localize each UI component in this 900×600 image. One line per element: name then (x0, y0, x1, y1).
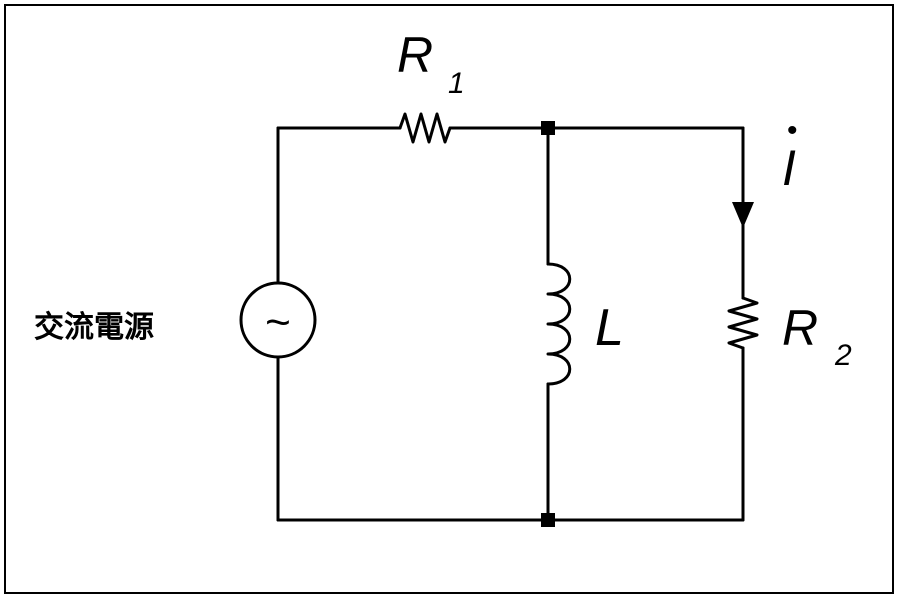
resistor-r1-subscript: 1 (448, 67, 465, 100)
current-dot: • (787, 114, 798, 147)
current-arrow (732, 202, 754, 228)
resistor-r2-symbol (727, 296, 759, 350)
resistor-r2-subscript: 2 (834, 339, 852, 372)
junction-top (541, 121, 555, 135)
source-label: 交流電源 (34, 310, 154, 345)
junction-bottom (541, 513, 555, 527)
ac-source-tilde: ~ (265, 298, 291, 347)
inductor-l-symbol (546, 262, 572, 386)
resistor-r1-label: R (397, 27, 433, 83)
current-label: I (782, 140, 796, 196)
resistor-r1-symbol (398, 112, 452, 144)
inductor-l-label: L (595, 299, 624, 357)
resistor-r2-label: R (782, 300, 818, 356)
